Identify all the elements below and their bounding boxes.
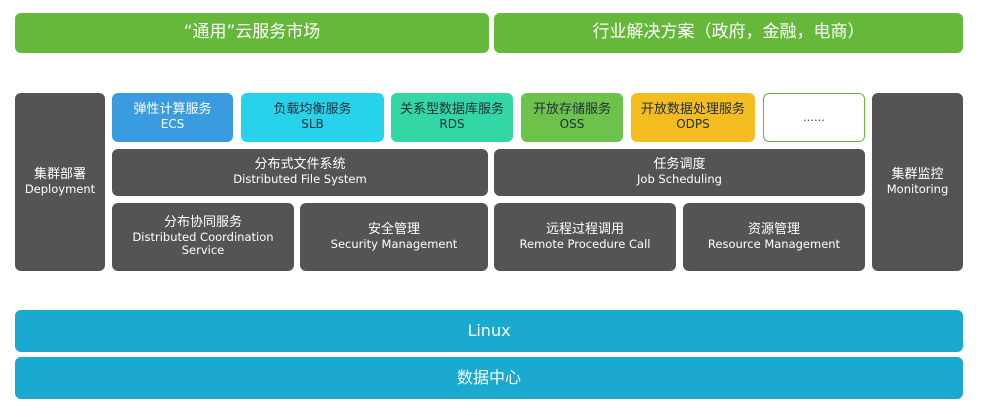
more-services-label: ......	[803, 109, 825, 124]
job-zh: 任务调度	[653, 157, 706, 173]
ecs-en: ECS	[160, 117, 185, 132]
oss-service-box: 开放存储服务 OSS	[521, 93, 623, 142]
cluster-monitoring-block: 集群监控 Monitoring	[872, 93, 963, 271]
coord-en-line1: Distributed Coordination	[132, 230, 274, 245]
linux-layer-bar: Linux	[15, 310, 963, 352]
odps-service-box: 开放数据处理服务 ODPS	[631, 93, 755, 142]
resource-zh: 资源管理	[747, 221, 800, 237]
cluster-deployment-zh: 集群部署	[33, 166, 86, 182]
slb-en: SLB	[301, 117, 324, 132]
rpc-en: Remote Procedure Call	[519, 236, 651, 251]
general-cloud-market-label: “通用”云服务市场	[183, 22, 321, 43]
resource-management-block: 资源管理 Resource Management	[683, 203, 865, 271]
cluster-monitoring-en: Monitoring	[886, 181, 949, 196]
slb-zh: 负载均衡服务	[273, 102, 352, 118]
cluster-deployment-block: 集群部署 Deployment	[15, 93, 105, 271]
security-management-block: 安全管理 Security Management	[300, 203, 488, 271]
rds-service-box: 关系型数据库服务 RDS	[391, 93, 513, 142]
oss-en: OSS	[559, 117, 585, 132]
job-en: Job Scheduling	[637, 172, 722, 187]
dfs-en: Distributed File System	[233, 172, 367, 187]
security-en: Security Management	[330, 236, 458, 251]
dfs-zh: 分布式文件系统	[254, 157, 346, 173]
datacenter-layer-bar: 数据中心	[15, 357, 963, 399]
distributed-file-system-block: 分布式文件系统 Distributed File System	[112, 149, 488, 196]
more-services-box: ......	[763, 93, 865, 142]
slb-service-box: 负载均衡服务 SLB	[241, 93, 384, 142]
security-zh: 安全管理	[367, 221, 420, 237]
resource-en: Resource Management	[707, 236, 841, 251]
job-scheduling-block: 任务调度 Job Scheduling	[494, 149, 865, 196]
ecs-zh: 弹性计算服务	[133, 102, 212, 118]
rpc-zh: 远程过程调用	[545, 221, 624, 237]
coord-en-line2: Service	[181, 243, 225, 258]
cluster-monitoring-zh: 集群监控	[891, 166, 944, 182]
distributed-coordination-block: 分布协同服务 Distributed Coordination Service	[112, 203, 294, 271]
linux-label: Linux	[467, 320, 511, 340]
ecs-service-box: 弹性计算服务 ECS	[112, 93, 233, 142]
rds-zh: 关系型数据库服务	[399, 102, 504, 118]
datacenter-label: 数据中心	[456, 367, 521, 387]
coord-zh: 分布协同服务	[163, 215, 242, 231]
remote-procedure-call-block: 远程过程调用 Remote Procedure Call	[494, 203, 676, 271]
odps-zh: 开放数据处理服务	[640, 102, 745, 118]
rds-en: RDS	[439, 117, 465, 132]
industry-solutions-label: 行业解决方案（政府，金融，电商）	[592, 22, 865, 43]
odps-en: ODPS	[676, 117, 710, 132]
industry-solutions-bar: 行业解决方案（政府，金融，电商）	[494, 13, 963, 53]
cluster-deployment-en: Deployment	[24, 181, 96, 196]
general-cloud-market-bar: “通用”云服务市场	[15, 13, 489, 53]
oss-zh: 开放存储服务	[532, 102, 611, 118]
